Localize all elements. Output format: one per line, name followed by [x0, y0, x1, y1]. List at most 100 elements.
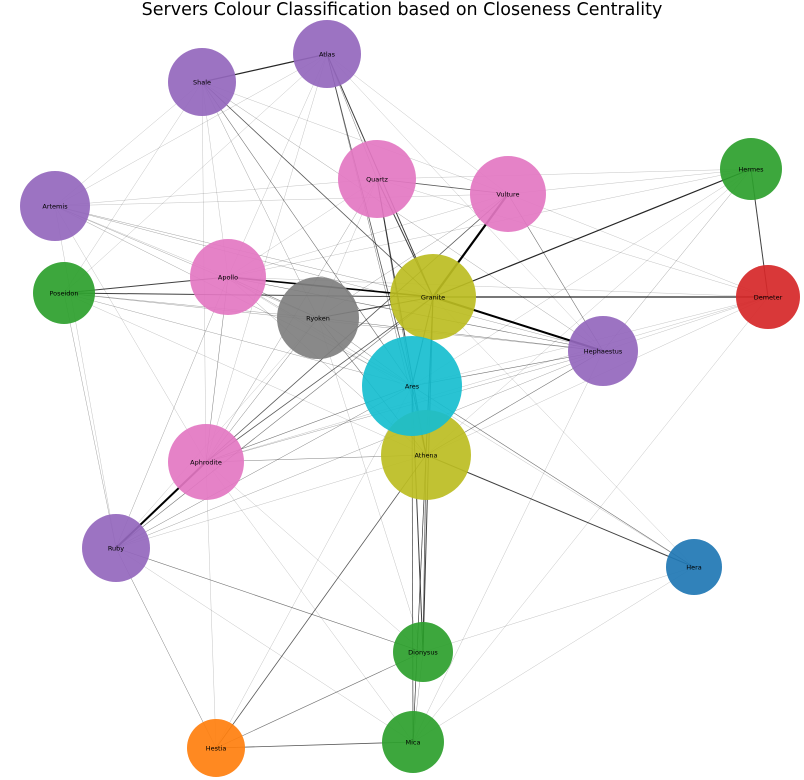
edge-ares-hestia	[215, 385, 413, 749]
node-hera: Hera	[666, 539, 722, 595]
edge-dionysus-hestia	[215, 651, 424, 749]
node-label: Apollo	[218, 273, 238, 281]
edge-poseidon-ryoken	[63, 292, 319, 319]
edge-poseidon-athena	[63, 292, 427, 456]
node-label: Hermes	[738, 165, 764, 173]
edge-poseidon-ares	[63, 292, 413, 387]
edge-athena-hera	[425, 454, 695, 568]
edge-ryoken-hephaestus	[317, 317, 604, 352]
node-label: Hestia	[206, 744, 227, 752]
node-circle	[82, 514, 150, 582]
node-demeter: Demeter	[736, 265, 800, 329]
node-poseidon: Poseidon	[33, 262, 95, 324]
edge-athena-ruby	[115, 454, 427, 549]
edge-quartz-demeter	[376, 178, 769, 298]
edge-artemis-ruby	[54, 205, 117, 549]
node-circle	[277, 277, 359, 359]
node-shale: Shale	[168, 48, 236, 116]
node-ruby: Ruby	[82, 514, 150, 582]
edge-granite-ruby	[115, 296, 434, 549]
node-circle	[720, 138, 782, 200]
edge-apollo-ruby	[115, 276, 229, 549]
node-ryoken: Ryoken	[277, 277, 359, 359]
edge-atlas-poseidon	[63, 53, 328, 294]
node-label: Ruby	[108, 544, 124, 552]
node-circle	[362, 336, 462, 436]
node-circle	[168, 424, 244, 500]
edge-hephaestus-mica	[412, 350, 604, 743]
edge-artemis-aphrodite	[54, 205, 207, 463]
edge-atlas-artemis	[54, 53, 328, 207]
node-label: Ares	[405, 382, 420, 390]
edge-shale-ryoken	[201, 81, 319, 319]
edge-ares-ruby	[115, 385, 413, 549]
node-label: Quartz	[366, 175, 388, 183]
node-label: Granite	[421, 293, 445, 301]
node-circle	[666, 539, 722, 595]
edge-hera-dionysus	[422, 566, 695, 653]
node-artemis: Artemis	[20, 171, 90, 241]
node-label: Shale	[193, 78, 211, 86]
edge-atlas-hephaestus	[326, 53, 604, 352]
edge-vulture-hermes	[507, 168, 752, 195]
edge-demeter-aphrodite	[205, 296, 769, 463]
edge-ruby-mica	[115, 547, 414, 743]
edge-hermes-ares	[411, 168, 752, 387]
edge-shale-granite	[201, 81, 434, 298]
edge-hestia-mica	[215, 741, 414, 749]
edge-ruby-hestia	[115, 547, 217, 749]
edge-poseidon-ruby	[63, 292, 117, 549]
node-circle	[33, 262, 95, 324]
node-label: Ryoken	[306, 314, 330, 322]
edge-artemis-hephaestus	[54, 205, 604, 352]
edge-shale-ares	[201, 81, 413, 387]
edge-shale-poseidon	[63, 81, 203, 294]
edge-atlas-aphrodite	[205, 53, 328, 463]
edge-atlas-vulture	[326, 53, 509, 195]
node-hestia: Hestia	[187, 719, 245, 777]
edge-ruby-dionysus	[115, 547, 424, 653]
node-circle	[187, 719, 245, 777]
edge-athena-hestia	[215, 454, 427, 749]
node-hephaestus: Hephaestus	[568, 316, 638, 386]
edge-aphrodite-hestia	[205, 461, 217, 749]
node-mica: Mica	[382, 711, 444, 773]
node-label: Hephaestus	[584, 347, 623, 355]
node-circle	[736, 265, 800, 329]
edge-hermes-athena	[425, 168, 752, 456]
node-label: Hera	[686, 563, 702, 571]
node-circle	[382, 711, 444, 773]
edge-vulture-artemis	[54, 193, 509, 207]
node-circle	[293, 20, 361, 88]
node-label: Atlas	[319, 50, 336, 58]
node-circle	[393, 622, 453, 682]
edge-aphrodite-dionysus	[205, 461, 424, 653]
node-label: Athena	[414, 451, 437, 459]
page-title: Servers Colour Classification based on C…	[141, 0, 663, 20]
edge-atlas-apollo	[227, 53, 328, 278]
node-label: Dionysus	[408, 648, 438, 656]
node-quartz: Quartz	[338, 140, 416, 218]
edge-hera-mica	[412, 566, 695, 743]
node-circle	[190, 239, 266, 315]
edge-aphrodite-mica	[205, 461, 414, 743]
node-label: Vulture	[496, 190, 519, 198]
node-label: Mica	[406, 738, 421, 746]
edge-ryoken-dionysus	[317, 317, 424, 653]
edge-hephaestus-ruby	[115, 350, 604, 549]
edge-quartz-artemis	[54, 178, 378, 207]
node-aphrodite: Aphrodite	[168, 424, 244, 500]
node-label: Aphrodite	[190, 458, 222, 466]
edge-hermes-hephaestus	[602, 168, 752, 352]
node-circle	[168, 48, 236, 116]
edge-demeter-mica	[412, 296, 769, 743]
edge-quartz-hermes	[376, 168, 752, 180]
node-hermes: Hermes	[720, 138, 782, 200]
node-label: Demeter	[754, 293, 783, 301]
node-circle	[390, 254, 476, 340]
edge-vulture-apollo	[227, 193, 509, 278]
edge-hermes-granite	[432, 168, 752, 298]
edge-vulture-demeter	[507, 193, 769, 298]
